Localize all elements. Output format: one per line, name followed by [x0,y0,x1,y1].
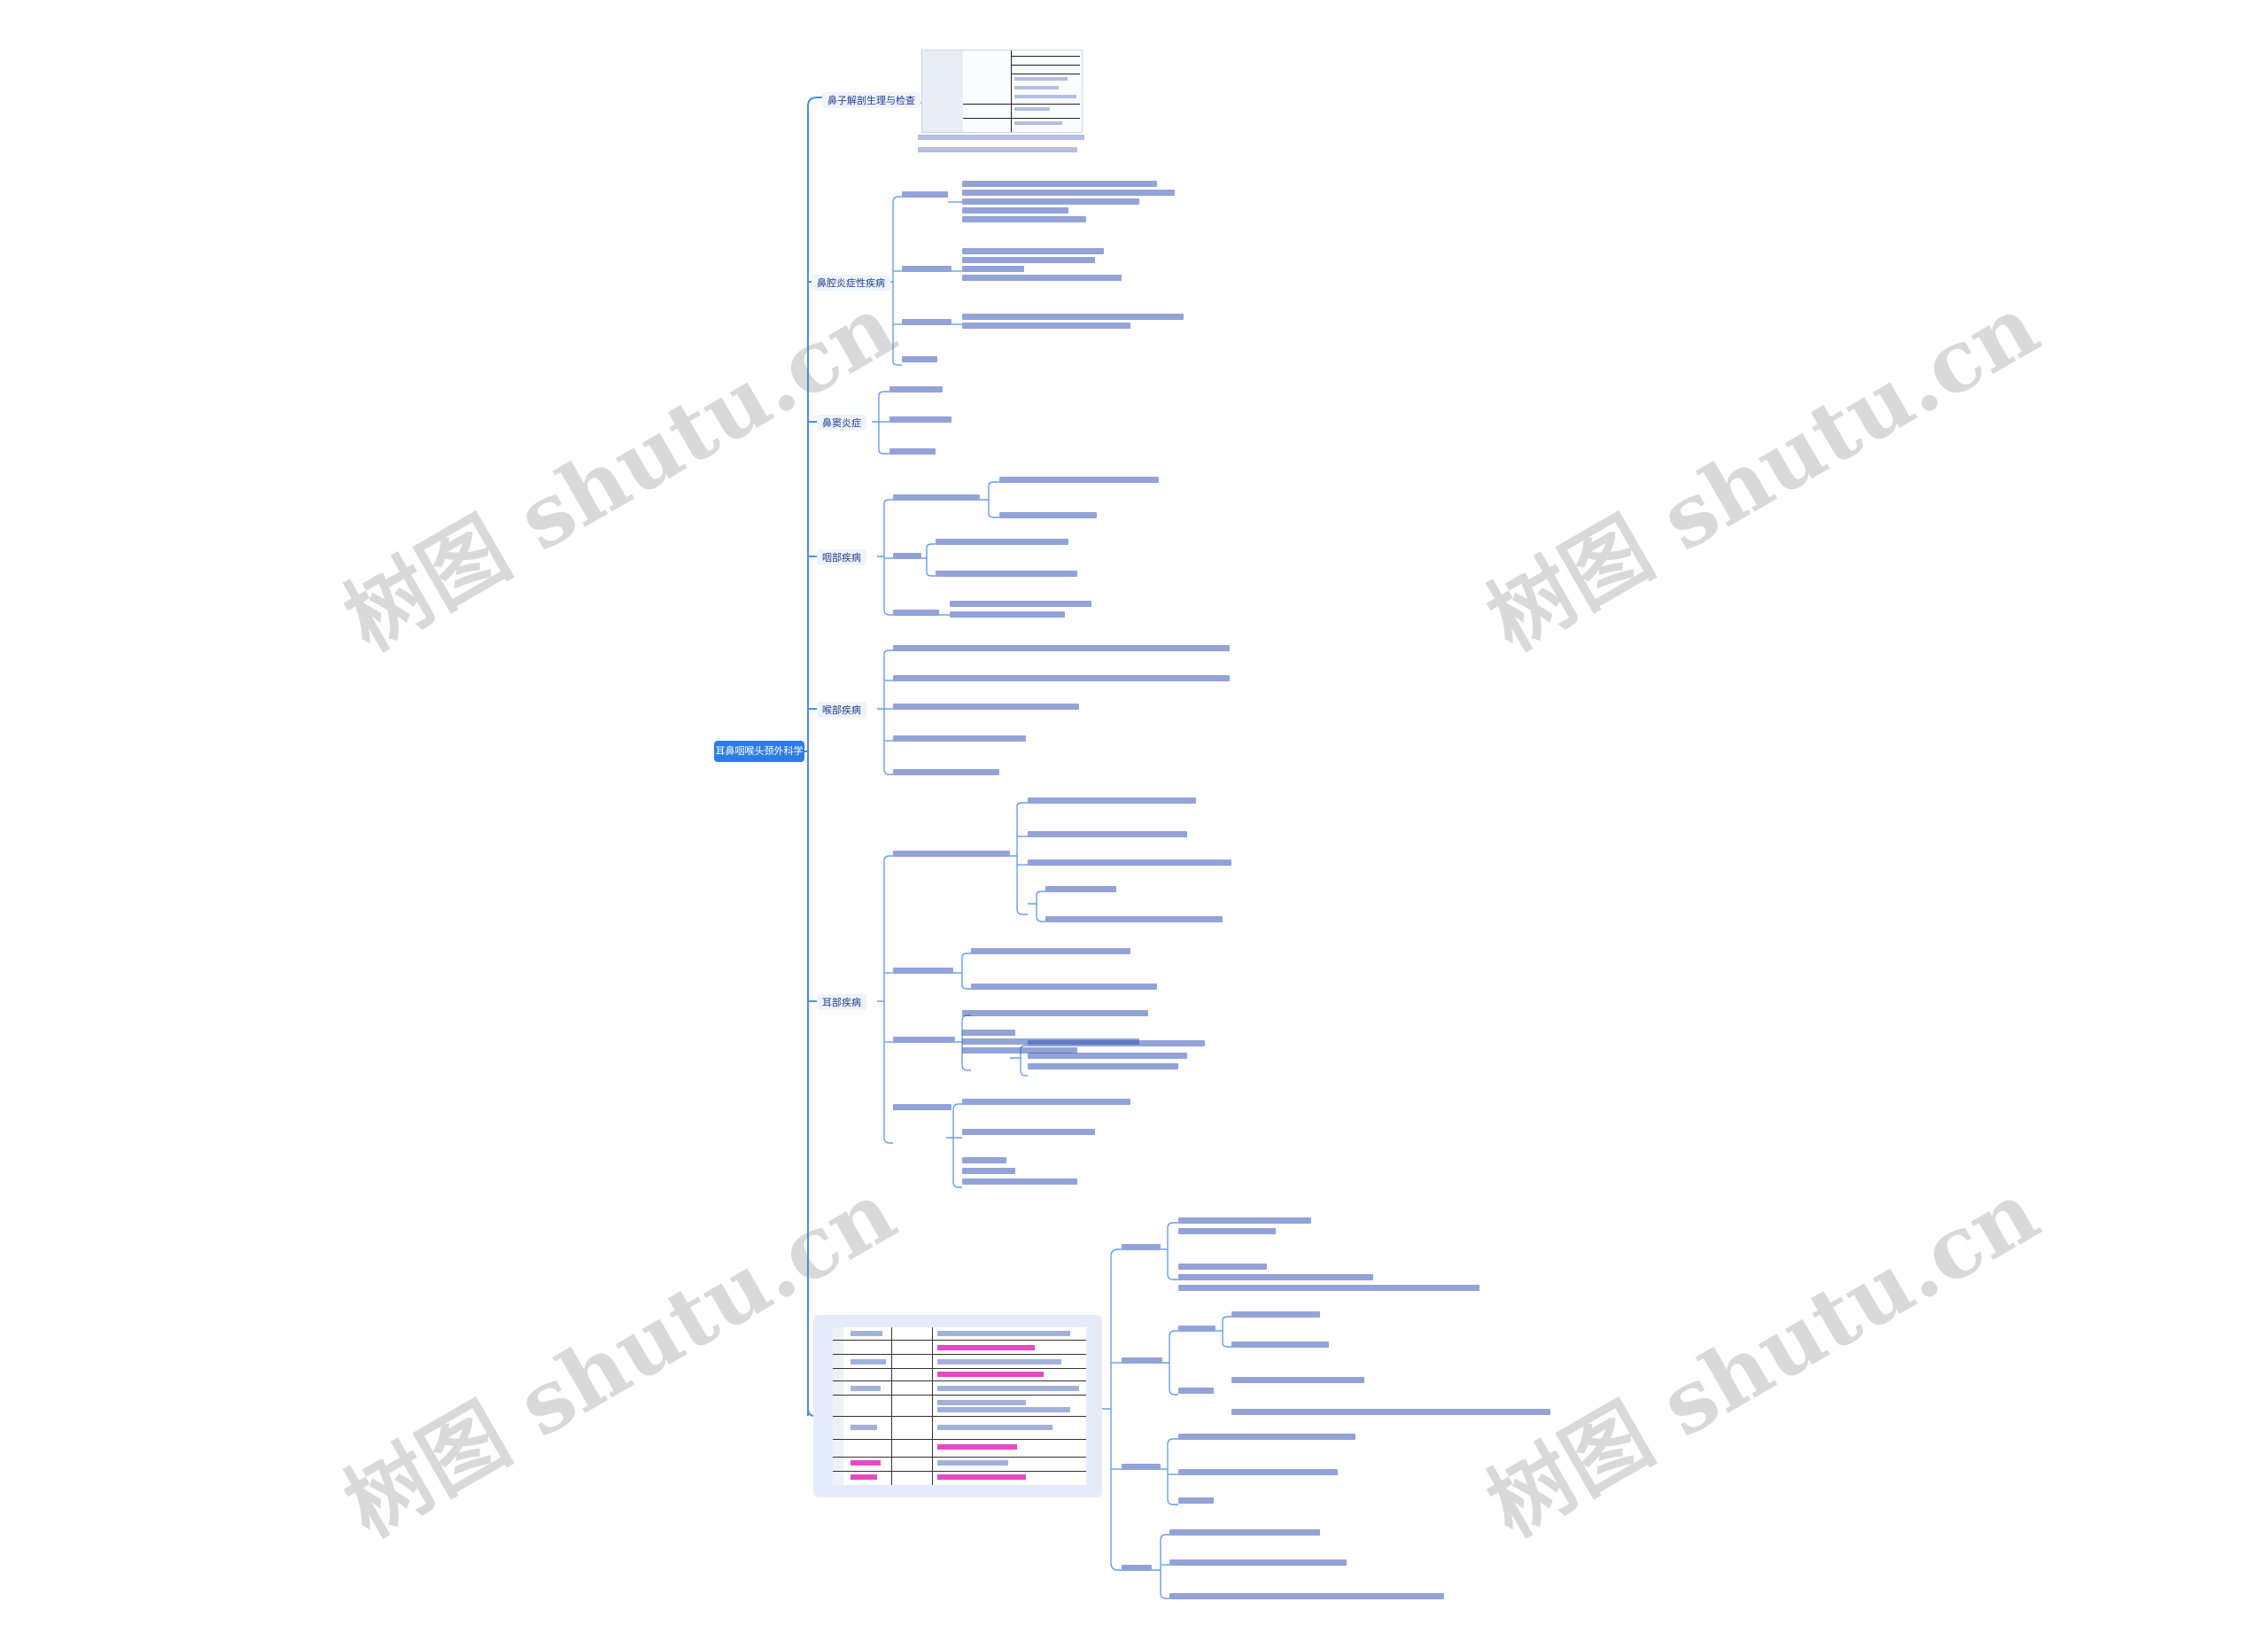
leaf-node[interactable] [893,735,1026,742]
leaf-node[interactable] [1122,1244,1161,1250]
leaf-node[interactable] [1231,1409,1550,1415]
leaf-node[interactable] [1178,1285,1480,1291]
table-panel [813,1315,1102,1497]
leaf-node[interactable] [962,323,1130,329]
leaf-node[interactable] [1178,1274,1373,1280]
leaf-node[interactable] [962,1168,1015,1174]
leaf-node[interactable] [962,181,1157,187]
leaf-node[interactable] [893,675,1230,681]
leaf-node[interactable] [962,207,1068,214]
leaf-node[interactable] [962,1047,1077,1054]
branch-node-1[interactable]: 鼻子解剖生理与检查 [822,92,920,108]
leaf-node[interactable] [950,601,1091,607]
leaf-node[interactable] [962,248,1104,254]
leaf-node[interactable] [936,571,1077,577]
leaf-node[interactable] [1028,1063,1178,1069]
leaf-node[interactable] [1169,1593,1444,1599]
leaf-node[interactable] [893,769,999,775]
branch-node-4[interactable]: 咽部疾病 [817,549,866,565]
leaf-node[interactable] [893,704,1079,710]
leaf-node[interactable] [1178,1264,1267,1270]
leaf-node[interactable] [1045,916,1223,922]
leaf-node[interactable] [902,266,951,272]
branch-node-6[interactable]: 耳部疾病 [817,994,866,1010]
leaf-node[interactable] [893,553,921,559]
leaf-node[interactable] [1231,1341,1329,1348]
leaf-node[interactable] [893,851,1010,857]
leaf-node[interactable] [1045,886,1116,892]
leaf-node[interactable] [962,257,1095,263]
root-node[interactable]: 耳鼻咽喉头颈外科学 [714,741,804,762]
table-thumbnail [921,50,1083,133]
leaf-node[interactable] [893,610,939,616]
leaf-node[interactable] [962,190,1175,196]
leaf-node[interactable] [1122,1357,1162,1364]
leaf-node[interactable] [962,198,1139,205]
leaf-node[interactable] [962,1010,1148,1016]
leaf-node[interactable] [1178,1217,1311,1224]
leaf-node[interactable] [962,1157,1006,1163]
leaf-node[interactable] [902,356,937,362]
leaf-node[interactable] [1231,1377,1364,1383]
leaf-node[interactable] [1178,1326,1216,1332]
branch-node-2[interactable]: 鼻腔炎症性疾病 [812,275,890,291]
leaf-node[interactable] [1169,1529,1320,1536]
leaf-node[interactable] [950,611,1065,618]
leaf-node[interactable] [936,539,1068,545]
leaf-node[interactable] [962,1178,1077,1185]
leaf-node[interactable] [999,477,1159,483]
table-image [833,1327,1086,1485]
leaf-node[interactable] [1028,1040,1205,1046]
leaf-node[interactable] [1169,1559,1347,1566]
leaf-node[interactable] [962,1030,1015,1036]
leaf-node[interactable] [962,275,1122,281]
leaf-node[interactable] [962,216,1086,222]
leaf-node[interactable] [1178,1497,1214,1504]
leaf-node[interactable] [889,448,936,455]
leaf-node[interactable] [962,1099,1130,1105]
branch-node-5[interactable]: 喉部疾病 [817,702,866,718]
leaf-node[interactable] [902,191,948,198]
leaf-node[interactable] [962,1129,1095,1135]
leaf-node[interactable] [893,494,980,501]
note-line [918,135,1084,140]
leaf-node[interactable] [962,314,1184,320]
leaf-node[interactable] [893,1104,951,1110]
leaf-node[interactable] [962,266,1024,272]
leaf-node[interactable] [1028,831,1187,837]
leaf-node[interactable] [1178,1469,1338,1475]
leaf-node[interactable] [889,416,951,423]
leaf-node[interactable] [893,968,953,974]
leaf-node[interactable] [893,645,1230,651]
leaf-node[interactable] [971,984,1157,990]
leaf-node[interactable] [902,319,951,325]
leaf-node[interactable] [1231,1311,1320,1318]
leaf-node[interactable] [1178,1434,1355,1440]
branch-node-3[interactable]: 鼻窦炎症 [817,415,866,431]
leaf-node[interactable] [1178,1228,1276,1234]
leaf-node[interactable] [1178,1388,1214,1394]
leaf-node[interactable] [1028,859,1231,866]
note-line [918,147,1077,152]
leaf-node[interactable] [1028,797,1196,804]
leaf-node[interactable] [999,512,1097,518]
leaf-node[interactable] [1122,1565,1152,1571]
leaf-node[interactable] [1028,1053,1187,1059]
leaf-node[interactable] [971,948,1130,954]
leaf-node[interactable] [1122,1464,1161,1470]
leaf-node[interactable] [889,386,943,393]
leaf-node[interactable] [893,1037,955,1043]
